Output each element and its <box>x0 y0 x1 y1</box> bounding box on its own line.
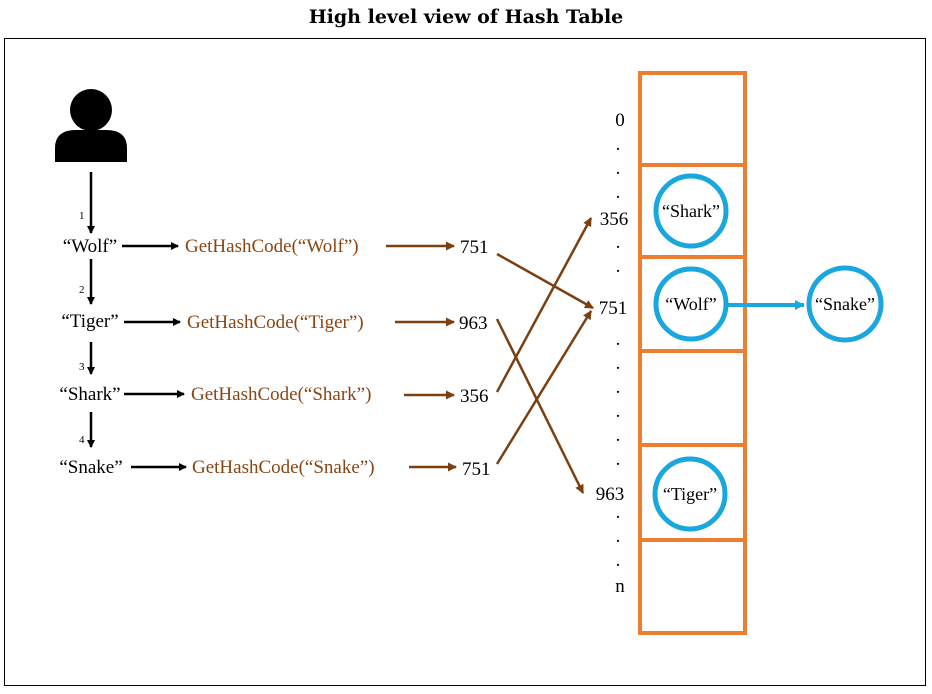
index-dot: . <box>616 158 621 179</box>
step-number-4: 4 <box>79 434 85 446</box>
hash-value-tiger: 963 <box>459 313 488 334</box>
entry-label-wolf: “Wolf” <box>665 294 717 314</box>
index-dot: . <box>616 134 621 155</box>
bucket-0 <box>638 71 747 167</box>
hash-table <box>638 71 747 635</box>
hash-func-wolf: GetHashCode(“Wolf”) <box>185 236 359 257</box>
entry-label-snake: “Snake” <box>815 294 875 314</box>
index-dot: . <box>616 329 621 350</box>
entry-wolf: “Wolf” <box>653 266 729 342</box>
diagram-frame <box>4 38 926 686</box>
index-963: 963 <box>596 484 625 505</box>
index-dot: . <box>616 401 621 422</box>
hash-func-shark: GetHashCode(“Shark”) <box>191 384 371 405</box>
entry-label-shark: “Shark” <box>662 201 720 221</box>
diagram-title: High level view of Hash Table <box>308 6 624 28</box>
index-dot: . <box>616 526 621 547</box>
index-0: 0 <box>615 110 625 131</box>
key-label-shark: “Shark” <box>59 384 120 405</box>
user-icon <box>55 89 127 162</box>
step-number-2: 2 <box>79 284 85 296</box>
hash-value-wolf: 751 <box>460 237 489 258</box>
index-dot: . <box>616 182 621 203</box>
index-dot: . <box>616 256 621 277</box>
index-dot: . <box>616 232 621 253</box>
bucket-empty <box>638 349 747 447</box>
index-dot: . <box>616 425 621 446</box>
bucket-n <box>638 538 747 635</box>
step-number-3: 3 <box>79 361 85 373</box>
key-label-snake: “Snake” <box>59 457 122 478</box>
step-number-1: 1 <box>79 210 85 222</box>
hash-value-snake: 751 <box>462 459 491 480</box>
key-label-wolf: “Wolf” <box>63 236 117 257</box>
map-arrow-tiger-963 <box>495 318 585 494</box>
entry-snake-chained: “Snake” <box>806 265 884 343</box>
index-356: 356 <box>600 209 629 230</box>
hash-func-snake: GetHashCode(“Snake”) <box>192 457 375 478</box>
index-dot: . <box>616 353 621 374</box>
hash-func-tiger: GetHashCode(“Tiger”) <box>187 312 364 333</box>
map-arrow-snake-751 <box>495 310 593 465</box>
index-dot: . <box>616 502 621 523</box>
index-dot: . <box>616 377 621 398</box>
key-label-tiger: “Tiger” <box>61 311 118 332</box>
index-751: 751 <box>599 298 628 319</box>
index-n: n <box>615 576 625 597</box>
map-arrow-wolf-751 <box>496 252 594 310</box>
entry-shark: “Shark” <box>653 173 729 249</box>
entry-label-tiger: “Tiger” <box>663 484 717 504</box>
entry-tiger: “Tiger” <box>652 456 728 532</box>
map-arrow-shark-356 <box>495 217 593 393</box>
hash-value-shark: 356 <box>460 386 489 407</box>
index-dot: . <box>616 550 621 571</box>
bucket-index-column: 0 . . . 356 . . 751 . . . . . . 963 . . … <box>596 110 629 597</box>
index-dot: . <box>616 449 621 470</box>
